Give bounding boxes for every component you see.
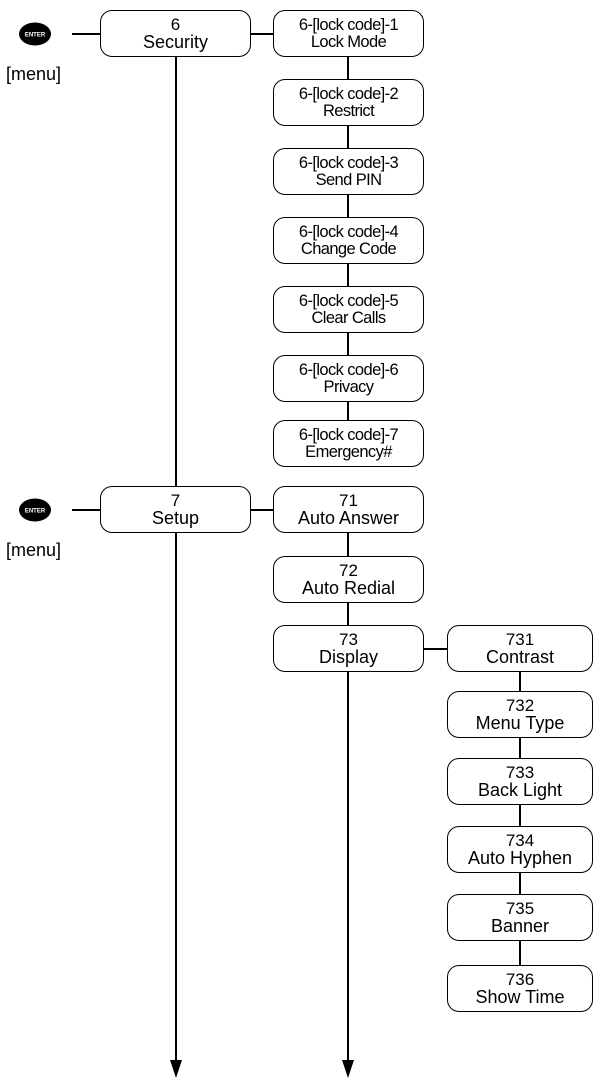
menu-label-text: Change Code [300,239,397,258]
menu-label-text: Banner [490,915,550,936]
enter-key-icon: ENTER [19,22,51,46]
menu-number: 6-[lock code]-1 [298,15,399,34]
arrowhead-display [342,1060,354,1078]
menu-label-text: Auto Redial [301,577,396,598]
menu-label: [menu] [6,64,62,84]
menu-number: 733 [505,762,535,782]
display-item-contrast[interactable]: 731 Contrast [447,625,593,672]
setup-menu-box[interactable]: 7 Setup [100,486,251,533]
security-menu-box[interactable]: 6 Security [100,10,251,57]
menu-label-text: Privacy [323,377,375,396]
security-item-change-code[interactable]: 6-[lock code]-4 Change Code [273,217,424,264]
enter-key-text: ENTER [25,33,46,39]
menu-number: 7 [170,490,181,510]
menu-number: 736 [505,969,535,989]
display-item-show-time[interactable]: 736 Show Time [447,965,593,1012]
display-item-banner[interactable]: 735 Banner [447,894,593,941]
menu-number: 71 [339,490,358,510]
menu-label-text: Show Time [475,986,565,1007]
enter-key-text: ENTER [25,509,46,515]
display-item-menu-type[interactable]: 732 Menu Type [447,691,593,738]
menu-number: 6-[lock code]-7 [298,425,399,444]
security-item-clear-calls[interactable]: 6-[lock code]-5 Clear Calls [273,286,424,333]
menu-number: 72 [339,560,358,580]
menu-label-text: Clear Calls [311,308,386,327]
menu-label-text: Contrast [485,646,555,667]
arrowhead-main [170,1060,182,1078]
setup-item-auto-redial[interactable]: 72 Auto Redial [273,556,424,603]
menu-label-text: Lock Mode [310,32,387,51]
menu-number: 6-[lock code]-5 [298,291,399,310]
menu-number: 6-[lock code]-4 [298,222,399,241]
menu-number: 73 [339,629,358,649]
setup-item-display[interactable]: 73 Display [273,625,424,672]
security-item-restrict[interactable]: 6-[lock code]-2 Restrict [273,79,424,126]
display-item-auto-hyphen[interactable]: 734 Auto Hyphen [447,826,593,873]
menu-label-text: Restrict [322,101,375,120]
menu-label-text: Auto Answer [297,507,400,528]
menu-label-text: Emergency# [305,442,392,461]
display-item-back-light[interactable]: 733 Back Light [447,758,593,805]
menu-label-text: Send PIN [315,170,382,189]
menu-number: 735 [505,898,535,918]
menu-label-text: Security [142,31,209,52]
menu-number: 6-[lock code]-2 [298,84,399,103]
menu-label-text: Setup [151,507,200,528]
menu-label-text: Auto Hyphen [467,847,573,868]
menu-number: 6-[lock code]-6 [298,360,399,379]
menu-label-text: Display [318,646,379,667]
menu-label-text: Menu Type [475,712,565,733]
menu-label-text: Back Light [477,779,563,800]
menu-label: [menu] [6,540,62,560]
menu-number: 732 [505,695,535,715]
security-item-lock-mode[interactable]: 6-[lock code]-1 Lock Mode [273,10,424,57]
setup-item-auto-answer[interactable]: 71 Auto Answer [273,486,424,533]
menu-number: 6-[lock code]-3 [298,153,399,172]
security-item-emergency[interactable]: 6-[lock code]-7 Emergency# [273,420,424,467]
enter-key-icon: ENTER [19,498,51,522]
menu-number: 731 [505,629,535,649]
security-item-send-pin[interactable]: 6-[lock code]-3 Send PIN [273,148,424,195]
security-item-privacy[interactable]: 6-[lock code]-6 Privacy [273,355,424,402]
arrowheads [170,1060,354,1078]
menu-number: 734 [505,830,535,850]
menu-number: 6 [170,14,181,34]
